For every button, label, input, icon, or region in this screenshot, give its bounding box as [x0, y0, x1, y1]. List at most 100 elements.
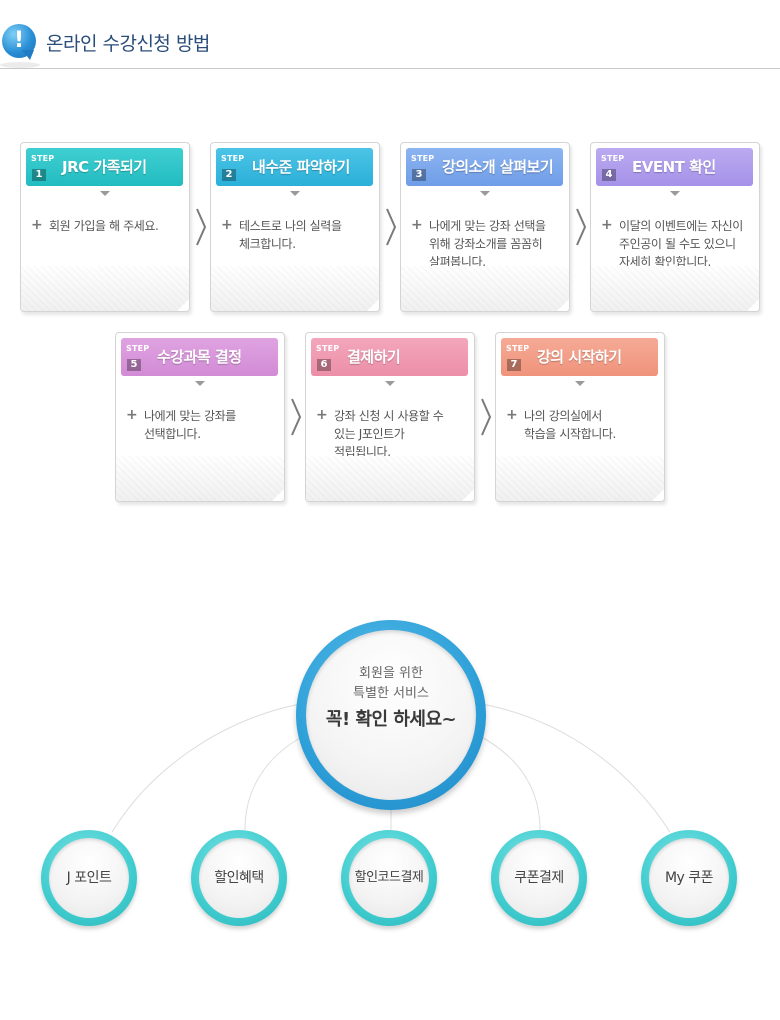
- step-header: STEP 7 강의 시작하기: [501, 338, 658, 376]
- step-header: STEP 4 EVENT 확인: [596, 148, 753, 186]
- card-texture: [401, 266, 569, 311]
- step-label: STEP: [126, 344, 150, 353]
- step-label: STEP: [221, 154, 245, 163]
- step-description: 나의 강의실에서 학습을 시작합니다.: [524, 409, 616, 441]
- plus-icon: +: [126, 407, 138, 423]
- step-header: STEP 2 내수준 파악하기: [216, 148, 373, 186]
- services-center-circle: 회원을 위한 특별한 서비스 꼭! 확인 하세요~: [296, 620, 486, 810]
- card-texture: [306, 456, 474, 501]
- service-circle-face: 쿠폰결제: [499, 838, 579, 918]
- service-circle-face: J 포인트: [49, 838, 129, 918]
- step-description: 나에게 맞는 강좌 선택을 위해 강좌소개를 꼼꼼히 살펴봅니다.: [429, 219, 546, 269]
- step-title: 강의 시작하기: [537, 348, 622, 366]
- chevron-right-icon: [481, 398, 492, 436]
- card-fold: [461, 488, 474, 501]
- card-fold: [746, 298, 759, 311]
- down-triangle-icon: [575, 381, 585, 386]
- step-description: 회원 가입을 해 주세요.: [49, 219, 159, 233]
- step-description: 이달의 이벤트에는 자신이 주인공이 될 수도 있으니 자세히 확인합니다.: [619, 219, 743, 269]
- plus-icon: +: [221, 217, 233, 233]
- step-card-3: STEP 3 강의소개 살펴보기 + 나에게 맞는 강좌 선택을 위해 강좌소개…: [400, 142, 570, 312]
- step-title: JRC 가족되기: [62, 158, 147, 176]
- plus-icon: +: [316, 407, 328, 423]
- step-number: 5: [127, 359, 141, 371]
- step-number: 3: [412, 169, 426, 181]
- service-coupon-payment[interactable]: 쿠폰결제: [491, 830, 587, 926]
- service-my-coupon[interactable]: My 쿠폰: [641, 830, 737, 926]
- center-headline: 꼭! 확인 하세요~: [325, 709, 457, 730]
- step-description: 나에게 맞는 강좌를 선택합니다.: [144, 409, 236, 441]
- bubble-tail: [22, 50, 34, 60]
- step-header: STEP 3 강의소개 살펴보기: [406, 148, 563, 186]
- step-title: EVENT 확인: [632, 158, 716, 176]
- step-card-1: STEP 1 JRC 가족되기 + 회원 가입을 해 주세요.: [20, 142, 190, 312]
- service-circle-face: 할인코드결제: [349, 838, 429, 918]
- service-label: 쿠폰결제: [514, 870, 564, 886]
- plus-icon: +: [601, 217, 613, 233]
- step-card-6: STEP 6 결제하기 + 강좌 신청 시 사용할 수 있는 J포인트가 적립됩…: [305, 332, 475, 502]
- center-circle-face: 회원을 위한 특별한 서비스 꼭! 확인 하세요~: [306, 630, 476, 800]
- step-number: 4: [602, 169, 616, 181]
- service-label: My 쿠폰: [664, 870, 714, 886]
- step-label: STEP: [506, 344, 530, 353]
- card-fold: [651, 488, 664, 501]
- step-header: STEP 1 JRC 가족되기: [26, 148, 183, 186]
- chevron-right-icon: [291, 398, 302, 436]
- down-triangle-icon: [100, 191, 110, 196]
- card-fold: [176, 298, 189, 311]
- service-circle-face: 할인혜택: [199, 838, 279, 918]
- service-discount-code[interactable]: 할인코드결제: [341, 830, 437, 926]
- step-label: STEP: [601, 154, 625, 163]
- chevron-right-icon: [576, 208, 587, 246]
- down-triangle-icon: [385, 381, 395, 386]
- down-triangle-icon: [195, 381, 205, 386]
- plus-icon: +: [31, 217, 43, 233]
- service-circle-face: My 쿠폰: [649, 838, 729, 918]
- step-title: 강의소개 살펴보기: [442, 158, 554, 176]
- step-header: STEP 5 수강과목 결정: [121, 338, 278, 376]
- step-card-4: STEP 4 EVENT 확인 + 이달의 이벤트에는 자신이 주인공이 될 수…: [590, 142, 760, 312]
- step-number: 2: [222, 169, 236, 181]
- page-title: 온라인 수강신청 방법: [46, 33, 210, 55]
- step-card-2: STEP 2 내수준 파악하기 + 테스트로 나의 실력을 체크합니다.: [210, 142, 380, 312]
- step-number: 1: [32, 169, 46, 181]
- down-triangle-icon: [670, 191, 680, 196]
- step-title: 내수준 파악하기: [252, 158, 350, 176]
- card-texture: [211, 266, 379, 311]
- card-texture: [21, 266, 189, 311]
- page-header: ! 온라인 수강신청 방법: [0, 0, 780, 70]
- step-title: 수강과목 결정: [157, 348, 242, 366]
- down-triangle-icon: [480, 191, 490, 196]
- chevron-right-icon: [386, 208, 397, 246]
- chevron-right-icon: [196, 208, 207, 246]
- service-label: J 포인트: [66, 870, 112, 886]
- step-title: 결제하기: [347, 348, 401, 366]
- service-label: 할인혜택: [214, 870, 264, 886]
- service-label: 할인코드결제: [354, 870, 424, 885]
- service-discount[interactable]: 할인혜택: [191, 830, 287, 926]
- step-card-7: STEP 7 강의 시작하기 + 나의 강의실에서 학습을 시작합니다.: [495, 332, 665, 502]
- icon-shadow: [0, 62, 40, 68]
- step-label: STEP: [411, 154, 435, 163]
- step-description: 테스트로 나의 실력을 체크합니다.: [239, 219, 342, 251]
- center-line-2: 특별한 서비스: [353, 686, 429, 701]
- header-divider: [0, 68, 780, 69]
- step-number: 7: [507, 359, 521, 371]
- plus-icon: +: [506, 407, 518, 423]
- card-texture: [116, 456, 284, 501]
- step-label: STEP: [316, 344, 340, 353]
- service-j-point[interactable]: J 포인트: [41, 830, 137, 926]
- card-texture: [591, 266, 759, 311]
- card-fold: [271, 488, 284, 501]
- step-label: STEP: [31, 154, 55, 163]
- plus-icon: +: [411, 217, 423, 233]
- step-header: STEP 6 결제하기: [311, 338, 468, 376]
- step-number: 6: [317, 359, 331, 371]
- connector-lines: [111, 703, 671, 833]
- card-texture: [496, 456, 664, 501]
- step-card-5: STEP 5 수강과목 결정 + 나에게 맞는 강좌를 선택합니다.: [115, 332, 285, 502]
- card-fold: [556, 298, 569, 311]
- down-triangle-icon: [290, 191, 300, 196]
- center-line-1: 회원을 위한: [359, 666, 423, 681]
- step-description: 강좌 신청 시 사용할 수 있는 J포인트가 적립됩니다.: [334, 409, 444, 459]
